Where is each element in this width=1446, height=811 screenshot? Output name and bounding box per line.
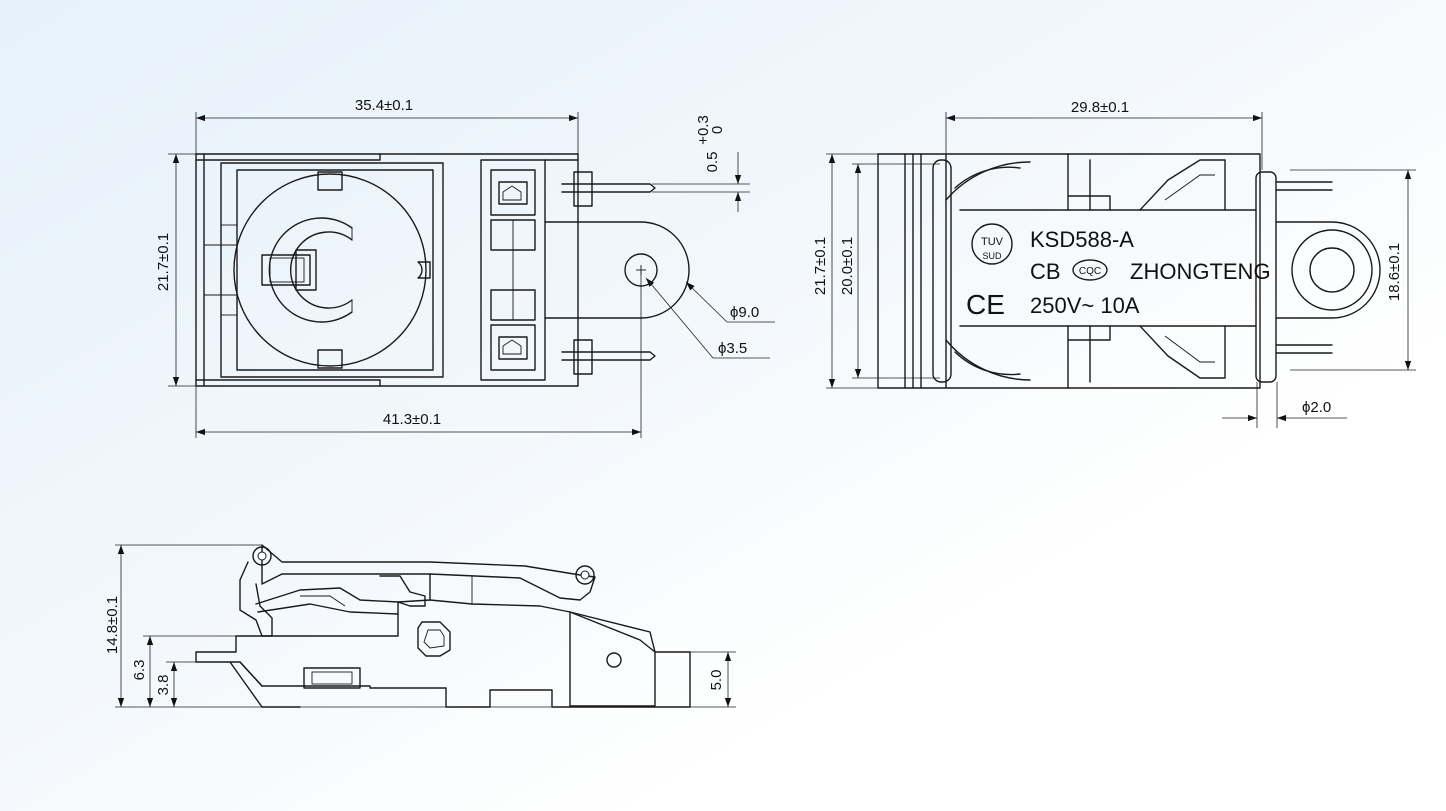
- front-terminal-span-dimension: 18.6±0.1: [1386, 170, 1412, 370]
- front-view: 29.8±0.1 21.7±0.1 20.0±0.1 18.6±0.1 ϕ2.0: [812, 99, 1416, 428]
- side-step-height-dimension: 6.3: [131, 636, 154, 707]
- front-terminal-span-label: 18.6±0.1: [1386, 243, 1403, 301]
- front-width-dimension: 29.8±0.1: [946, 99, 1262, 122]
- top-height-dimension: 21.7±0.1: [155, 154, 180, 386]
- side-base-height-label: 3.8: [155, 675, 172, 696]
- top-gap-tol-lower: 0: [709, 126, 726, 134]
- side-view-body: [195, 544, 691, 708]
- side-terminal-height-label: 5.0: [708, 670, 725, 691]
- top-view: 35.4±0.1 21.7±0.1 41.3±0.1 0.5 +0.3 0 ϕ9…: [155, 97, 775, 438]
- side-terminal-height-dimension: 5.0: [708, 652, 732, 707]
- product-marking: TUV SUD KSD588-A CB CQC ZHONGTENG CE 250…: [966, 223, 1271, 320]
- side-view: 14.8±0.1 6.3 3.8 5.0: [104, 544, 736, 708]
- front-outer-height-dimension: 21.7±0.1: [812, 154, 836, 388]
- front-inner-height-label: 20.0±0.1: [839, 237, 856, 295]
- ce-marking: CE: [966, 289, 1005, 320]
- top-length-label: 41.3±0.1: [383, 411, 441, 428]
- top-height-label: 21.7±0.1: [155, 233, 172, 291]
- top-view-body: [195, 153, 690, 387]
- side-step-height-label: 6.3: [131, 660, 148, 681]
- front-outer-height-label: 21.7±0.1: [812, 237, 829, 295]
- top-gap-tol-upper: +0.3: [695, 115, 712, 145]
- top-gap-label: 0.5: [704, 152, 721, 173]
- side-total-height-label: 14.8±0.1: [104, 596, 121, 654]
- front-view-body: TUV SUD KSD588-A CB CQC ZHONGTENG CE 250…: [877, 153, 1381, 389]
- tuv-logo-top: TUV: [981, 236, 1004, 248]
- tab-outer-diameter-label: ϕ9.0: [730, 304, 759, 321]
- top-width-label: 35.4±0.1: [355, 97, 413, 114]
- side-base-height-dimension: 3.8: [155, 662, 178, 707]
- top-length-dimension: 41.3±0.1: [196, 411, 641, 436]
- model-marking: KSD588-A: [1030, 227, 1134, 252]
- cqc-logo: CQC: [1079, 266, 1101, 277]
- top-width-dimension: 35.4±0.1: [196, 97, 578, 122]
- tab-diameter-leaders: ϕ9.0 ϕ3.5: [645, 277, 775, 359]
- front-pin-label: ϕ2.0: [1302, 399, 1331, 416]
- brand-marking: ZHONGTENG: [1130, 259, 1271, 284]
- front-width-label: 29.8±0.1: [1071, 99, 1129, 116]
- top-gap-dimension: 0.5 +0.3 0: [652, 115, 750, 212]
- side-total-height-dimension: 14.8±0.1: [104, 545, 125, 707]
- front-pin-dimension: ϕ2.0: [1222, 399, 1347, 422]
- rating-marking: 250V~ 10A: [1030, 293, 1140, 318]
- front-inner-height-dimension: 20.0±0.1: [839, 164, 862, 378]
- tab-hole-diameter-label: ϕ3.5: [718, 340, 747, 357]
- tuv-logo-bottom: SUD: [982, 251, 1002, 261]
- cb-marking: CB: [1030, 259, 1061, 284]
